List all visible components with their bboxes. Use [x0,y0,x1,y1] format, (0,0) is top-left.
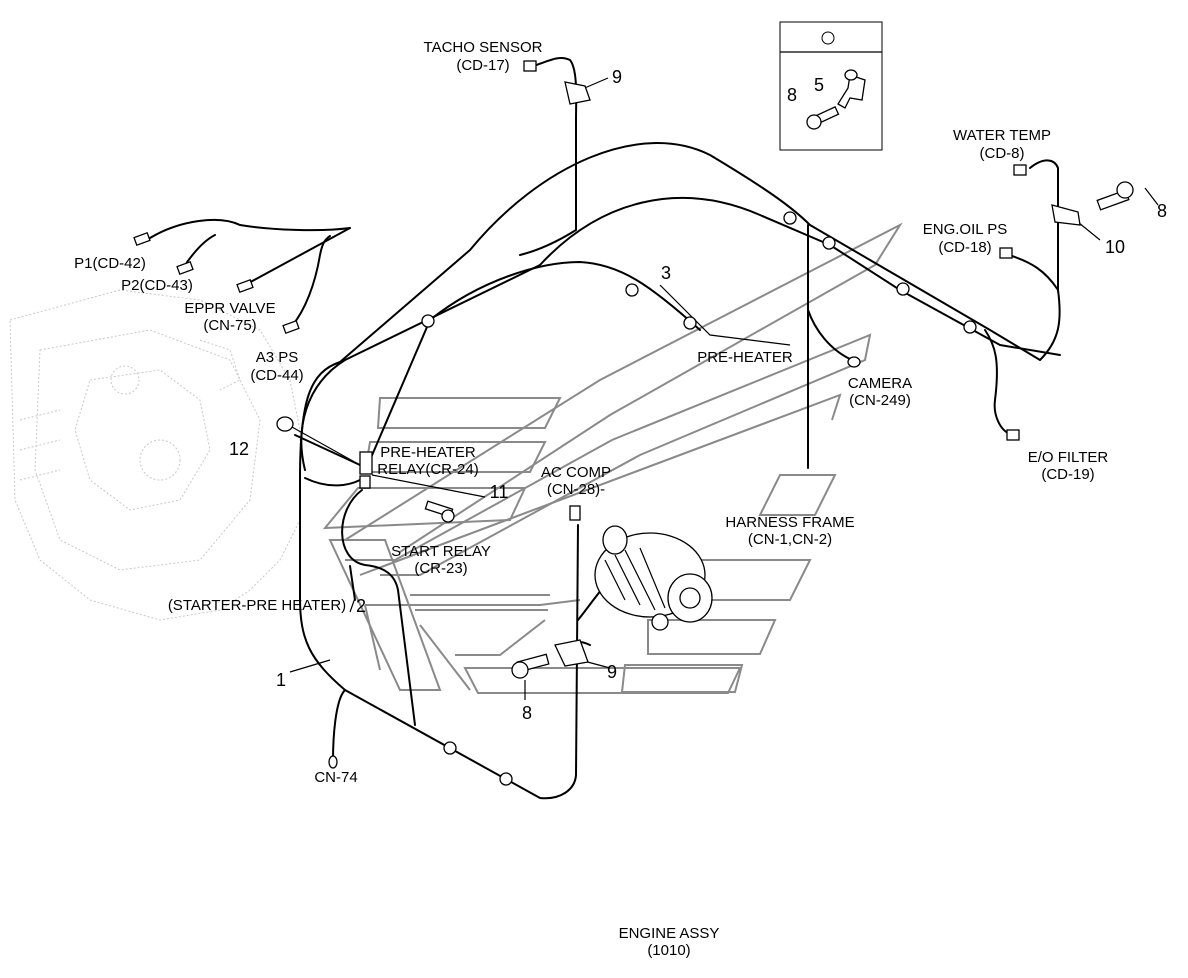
label-water-temp: WATER TEMP [953,127,1051,144]
label-eppr-valve: EPPR VALVE [184,300,275,317]
label-start-relay: START RELAY [391,543,491,560]
label-water-temp-code: (CD-8) [980,145,1025,162]
label-tacho-sensor-code: (CD-17) [456,57,509,74]
callout-9-bottom: 9 [607,662,617,682]
harness-clips [421,211,977,786]
clip-6 [896,282,910,296]
bolt-12 [276,416,294,432]
label-engine-assy-code: (1010) [647,942,690,959]
callout-5: 5 [814,75,824,95]
eo-filter-connector [1006,429,1020,441]
label-eng-oil-ps-code: (CD-18) [938,239,991,256]
wire-harness [149,56,1061,800]
callout-2: 2 [356,596,366,616]
label-eng-oil-ps: ENG.OIL PS [923,221,1007,238]
label-pre-heater-relay-1: PRE-HEATER [380,444,476,461]
callout-8-right: 8 [1157,201,1167,221]
harness-frame [322,222,903,694]
bracket-5 [837,74,866,109]
water-temp-connector [1013,164,1027,176]
label-eppr-valve-code: (CN-75) [203,317,256,334]
label-tacho-sensor: TACHO SENSOR [424,39,543,56]
label-p1: P1(CD-42) [74,255,146,272]
bracket-9-bottom [554,639,589,667]
callout-3: 3 [661,263,671,283]
cn74-connector [328,755,338,769]
label-a3-ps: A3 PS [256,349,299,366]
label-engine-assy: ENGINE ASSY [619,925,720,942]
connectors [133,60,1134,769]
callout-10: 10 [1105,237,1125,257]
label-camera: CAMERA [848,375,912,392]
tacho-sensor-connector [523,60,537,72]
label-harness-frame: HARNESS FRAME [725,514,854,531]
clip-5 [822,236,836,250]
clip-8 [443,741,457,755]
bracket-9-top [564,81,591,105]
clip-9 [499,772,513,786]
label-starter-pre-heater: (STARTER-PRE HEATER) [168,597,346,614]
labels: TACHO SENSOR (CD-17) WATER TEMP (CD-8) E… [74,39,1108,959]
eng-oil-ps-connector [999,247,1013,259]
ac-comp-connector [569,505,581,521]
callout-1: 1 [276,670,286,690]
alternator [594,525,713,631]
engine-ghost-outline [9,289,301,621]
clip-2 [625,283,639,297]
bracket-10 [1051,204,1081,226]
detail-inset [779,21,883,151]
label-eo-filter: E/O FILTER [1028,449,1109,466]
label-harness-frame-code: (CN-1,CN-2) [748,531,832,548]
callout-numbers: 1 2 3 5 8 8 8 9 9 10 11 12 [229,67,1167,723]
camera-connector [847,356,861,368]
p2-connector [176,261,194,275]
label-ac-comp: AC COMP [541,464,611,481]
callout-12: 12 [229,439,249,459]
label-eo-filter-code: (CD-19) [1041,466,1094,483]
callout-8-detail: 8 [787,85,797,105]
clip-3 [683,316,697,330]
p1-connector [133,232,151,246]
label-pre-heater-relay-2: RELAY(CR-24) [377,461,478,478]
a3-ps-connector [282,320,300,334]
label-camera-code: (CN-249) [849,392,911,409]
label-p2: P2(CD-43) [121,277,193,294]
start-relay-box [359,475,371,489]
label-start-relay-code: (CR-23) [414,560,467,577]
label-ac-comp-code: (CN-28)- [547,481,605,498]
pre-heater-relay-box [359,451,373,475]
clip-7 [963,320,977,334]
callout-9-top: 9 [612,67,622,87]
callout-11: 11 [490,482,509,502]
clip-1 [421,314,435,328]
label-cn74: CN-74 [314,769,357,786]
label-pre-heater: PRE-HEATER [697,349,793,366]
callout-8-bottom: 8 [522,703,532,723]
eppr-connector [236,279,254,293]
label-a3-ps-code: (CD-44) [250,367,303,384]
clip-4 [783,211,797,225]
leader-lines [282,77,1159,700]
